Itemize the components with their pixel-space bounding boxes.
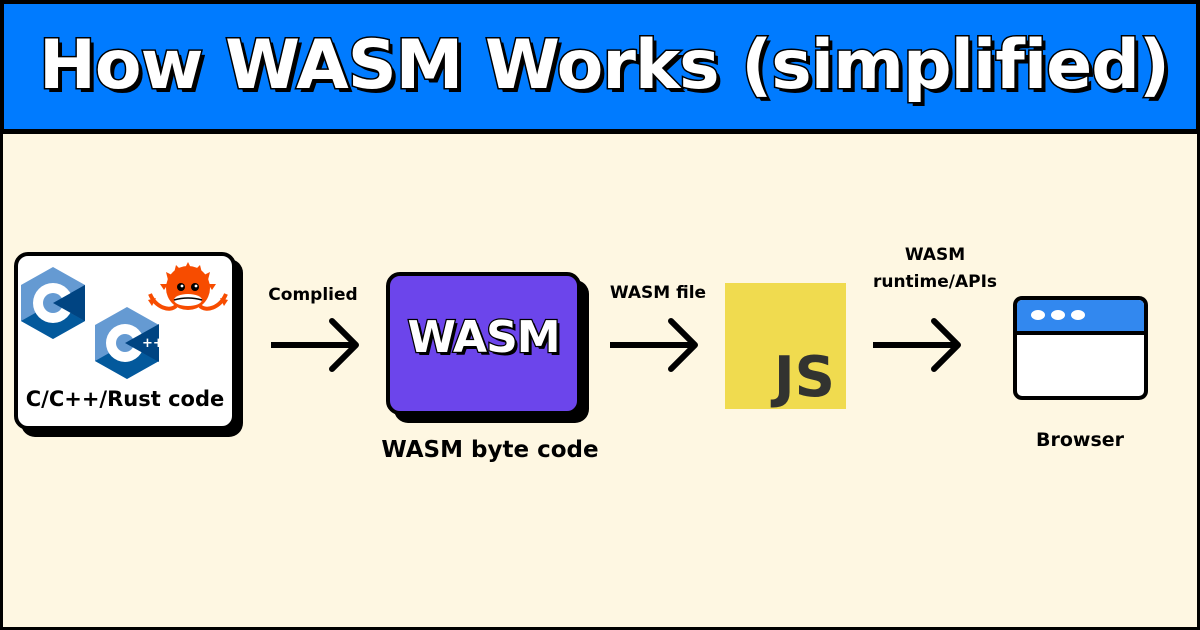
browser-label: Browser [1035, 429, 1125, 451]
source-code-label: C/C++/Rust code [25, 387, 225, 411]
arrow-label-wasm-file: WASM file [609, 283, 707, 303]
arrow-label-compiled: Complied [268, 285, 358, 305]
wasm-byte-code-label: WASM byte code [381, 437, 599, 463]
arrow-right-icon [873, 318, 961, 372]
cpp-language-icon: ++ [95, 307, 162, 379]
javascript-logo-text: JS [770, 345, 835, 408]
window-dot [1051, 310, 1065, 320]
window-dot [1071, 310, 1085, 320]
js-text: JS [770, 345, 835, 408]
header-banner: How WASM Works (simplified) [0, 0, 1200, 134]
c-language-icon [21, 267, 85, 339]
arrow-label-runtime-line1: WASM [904, 245, 966, 265]
arrow-right-icon [271, 318, 359, 372]
page-title: How WASM Works (simplified) [38, 25, 1172, 107]
browser-title-bar [1017, 300, 1144, 335]
browser-window-icon [1013, 296, 1148, 400]
arrow-label-runtime: WASM runtime/APIs [850, 242, 1020, 296]
rust-ferris-crab-icon [148, 262, 228, 311]
wasm-logo-text: WASM [406, 311, 562, 365]
wasm-card [386, 272, 581, 415]
javascript-logo [725, 283, 846, 409]
cpp-badge: ++ [142, 336, 162, 351]
arrow-right-icon [610, 318, 698, 372]
arrow-label-runtime-line2: runtime/APIs [872, 272, 998, 292]
window-dot [1031, 310, 1045, 320]
